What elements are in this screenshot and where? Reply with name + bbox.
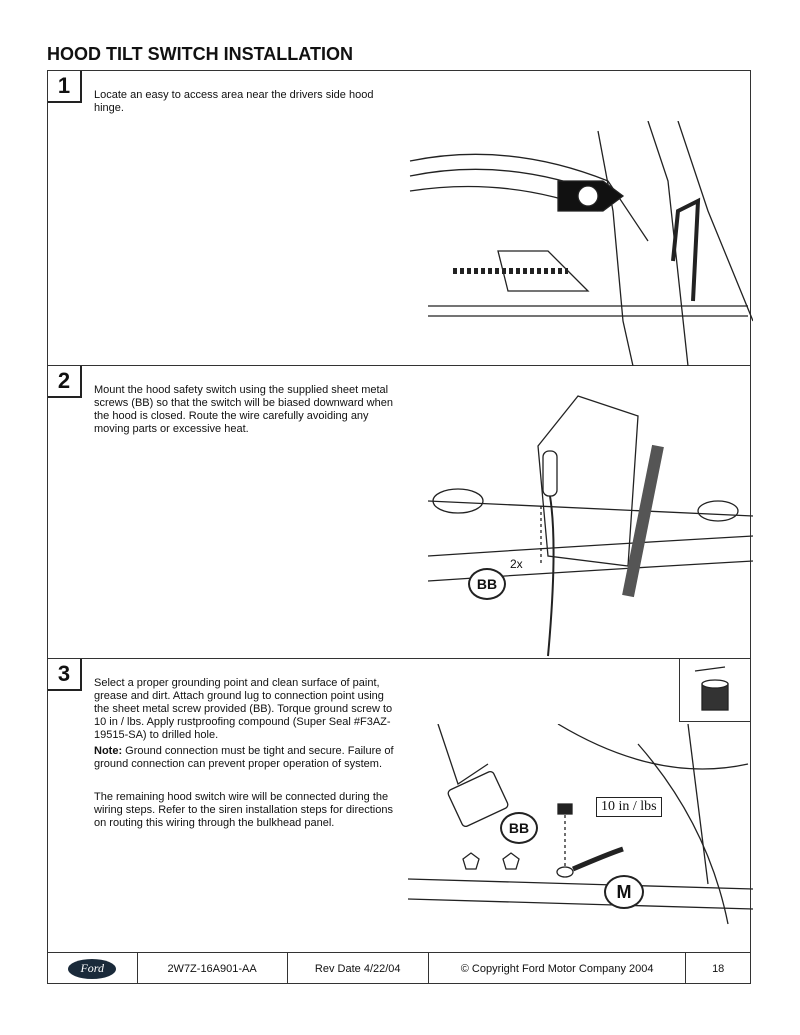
rustproofing-icon bbox=[679, 659, 750, 722]
step-text: Mount the hood safety switch using the s… bbox=[94, 384, 394, 439]
step-2-text: Mount the hood safety switch using the s… bbox=[94, 384, 393, 435]
step-1-text: Locate an easy to access area near the d… bbox=[94, 89, 374, 114]
step-3: 3 Select a proper grounding point and cl… bbox=[48, 659, 753, 953]
ford-logo-cell: Ford bbox=[48, 953, 138, 984]
step-3-text: Select a proper grounding point and clea… bbox=[94, 677, 393, 741]
step-2: 2 Mount the hood safety switch using the… bbox=[48, 366, 753, 659]
hood-hinge-illustration bbox=[409, 121, 753, 366]
switch-mount-illustration bbox=[428, 395, 753, 657]
step-number: 1 bbox=[48, 71, 82, 103]
torque-callout: 10 in / lbs bbox=[596, 797, 662, 817]
part-bb-callout: BB bbox=[468, 568, 506, 600]
step-number: 2 bbox=[48, 366, 82, 398]
ford-logo: Ford bbox=[68, 958, 117, 979]
note: Note: Ground connection must be tight an… bbox=[94, 745, 394, 770]
ground-m-callout: M bbox=[604, 875, 644, 909]
page-number: 18 bbox=[712, 962, 725, 975]
step-text: Select a proper grounding point and clea… bbox=[94, 677, 394, 833]
step-text: Locate an easy to access area near the d… bbox=[94, 89, 394, 118]
step-number: 3 bbox=[48, 659, 82, 691]
rev-date: Rev Date 4/22/04 bbox=[288, 953, 429, 984]
instruction-frame: 1 Locate an easy to access area near the… bbox=[47, 70, 753, 984]
part-bb-callout: BB bbox=[500, 812, 538, 844]
copyright: © Copyright Ford Motor Company 2004 bbox=[429, 953, 687, 984]
step-1: 1 Locate an easy to access area near the… bbox=[48, 71, 753, 366]
footer: Ford 2W7Z-16A901-AA Rev Date 4/22/04 © C… bbox=[48, 953, 750, 984]
step-3-text-2: The remaining hood switch wire will be c… bbox=[94, 791, 393, 829]
quantity-callout: 2x bbox=[510, 557, 523, 571]
ground-connection-illustration bbox=[408, 724, 753, 925]
page-title: HOOD TILT SWITCH INSTALLATION bbox=[47, 44, 353, 64]
part-number: 2W7Z-16A901-AA bbox=[138, 953, 288, 984]
